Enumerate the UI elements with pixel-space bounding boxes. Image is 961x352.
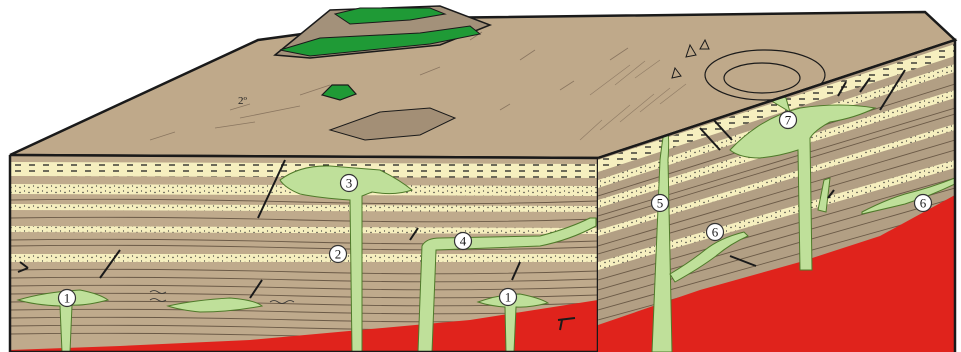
svg-text:3: 3: [346, 176, 353, 191]
front-face: [10, 150, 600, 352]
label-laccolith-7: 7: [780, 112, 797, 129]
surface-label: 2º: [238, 95, 248, 107]
svg-text:6: 6: [712, 225, 719, 240]
svg-text:5: 5: [657, 196, 664, 211]
svg-text:1: 1: [505, 290, 512, 305]
label-dike-5: 5: [652, 195, 669, 212]
label-sill-1-left: 1: [59, 290, 76, 307]
label-sill-1-right: 1: [500, 289, 517, 306]
label-laccolith-3: 3: [341, 175, 358, 192]
svg-text:6: 6: [920, 196, 927, 211]
svg-text:4: 4: [460, 234, 467, 249]
svg-text:7: 7: [785, 113, 792, 128]
label-sill-6-upper: 6: [915, 195, 932, 212]
label-sill-6-lower: 6: [707, 224, 724, 241]
svg-text:2: 2: [335, 247, 342, 262]
label-dike-2: 2: [330, 246, 347, 263]
label-sill-4: 4: [455, 233, 472, 250]
svg-text:1: 1: [64, 291, 71, 306]
